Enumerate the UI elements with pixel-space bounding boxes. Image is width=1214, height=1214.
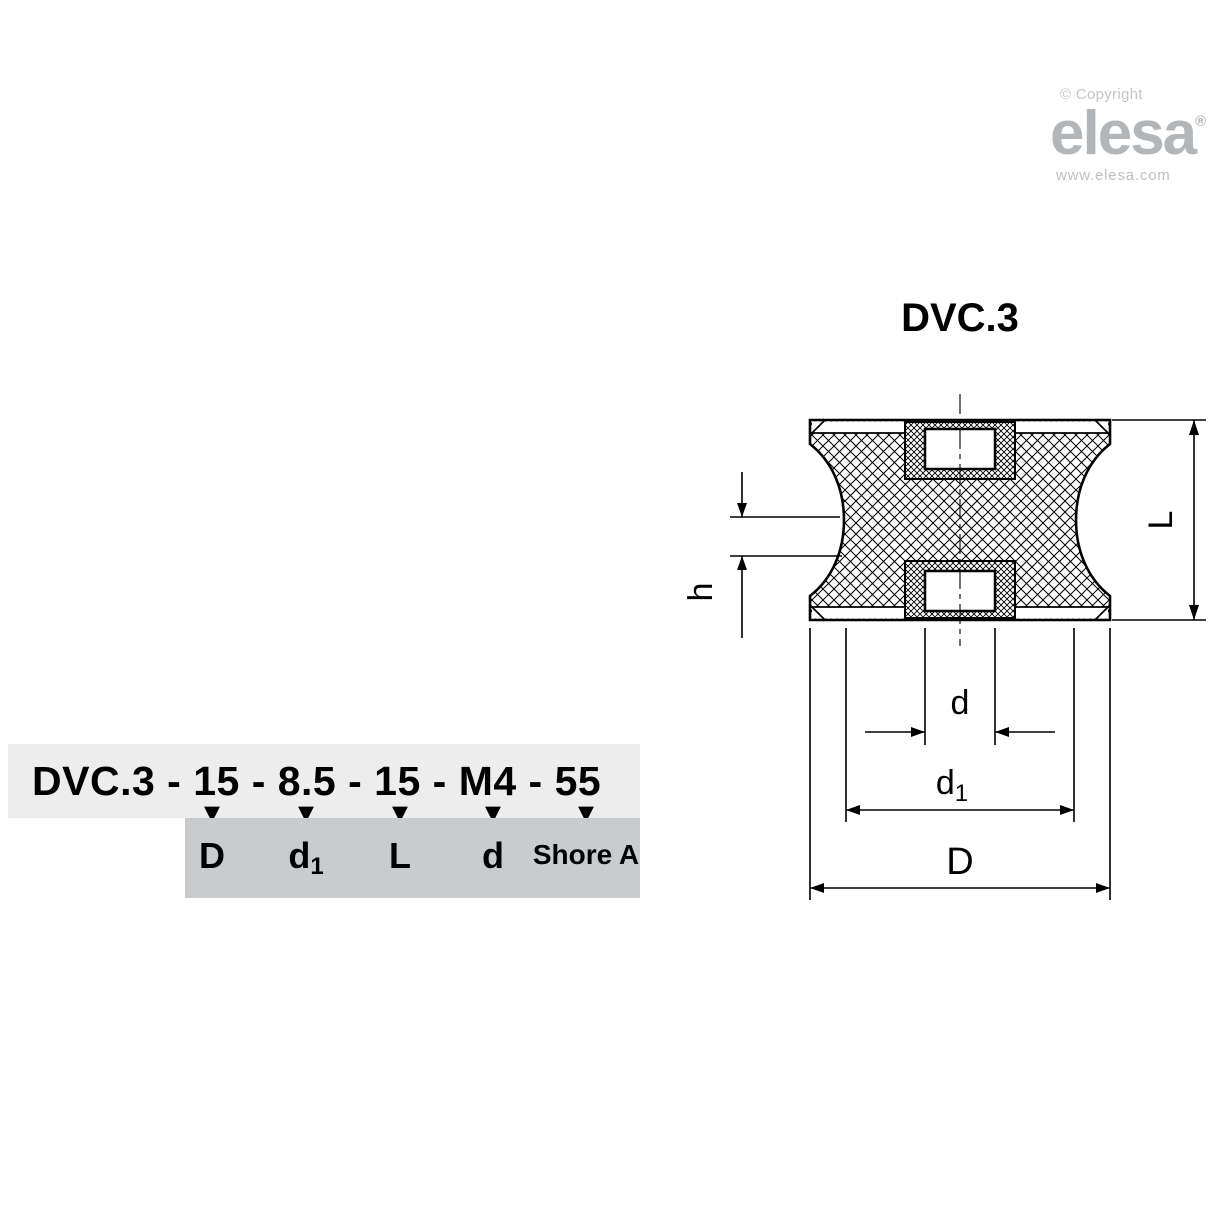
ordering-label-shore-a: Shore A	[532, 839, 640, 870]
body-outline	[808, 418, 1112, 622]
registered-mark: ®	[1195, 113, 1207, 130]
elesa-logo: elesa®	[1050, 99, 1207, 168]
ordering-label-D: D	[199, 835, 225, 876]
dim-label-d: d	[951, 684, 970, 722]
ordering-label-L: L	[389, 835, 411, 876]
ordering-label-d1: d1	[288, 835, 324, 880]
ordering-code-text: DVC.3 - 15 - 8.5 - 15 - M4 - 55	[32, 757, 602, 804]
dimension-h	[730, 472, 842, 638]
dim-label-L: L	[1142, 511, 1180, 530]
technical-drawing: L h d d1	[680, 380, 1214, 940]
dim-label-d1: d1	[936, 764, 968, 807]
dimension-L	[1112, 419, 1206, 621]
dim-label-h: h	[682, 583, 720, 602]
copyright-text: © Copyright	[1060, 86, 1143, 103]
drawing-title: DVC.3	[901, 296, 1019, 340]
ordering-label-d: d	[482, 835, 504, 876]
chamfer-lines	[809, 419, 1111, 621]
dimension-d	[865, 628, 1055, 745]
branding-block: © Copyright elesa® www.elesa.com	[1050, 86, 1214, 184]
dimension-D	[809, 628, 1111, 900]
dimension-d1	[845, 628, 1075, 822]
dim-label-D: D	[946, 841, 973, 883]
ordering-legend-box: D d1 L d Shore A	[185, 818, 640, 898]
ordering-code-box: DVC.3 - 15 - 8.5 - 15 - M4 - 55	[8, 744, 640, 818]
website-text: www.elesa.com	[1056, 167, 1171, 184]
damper-drawing-svg: L h d d1	[682, 394, 1206, 900]
